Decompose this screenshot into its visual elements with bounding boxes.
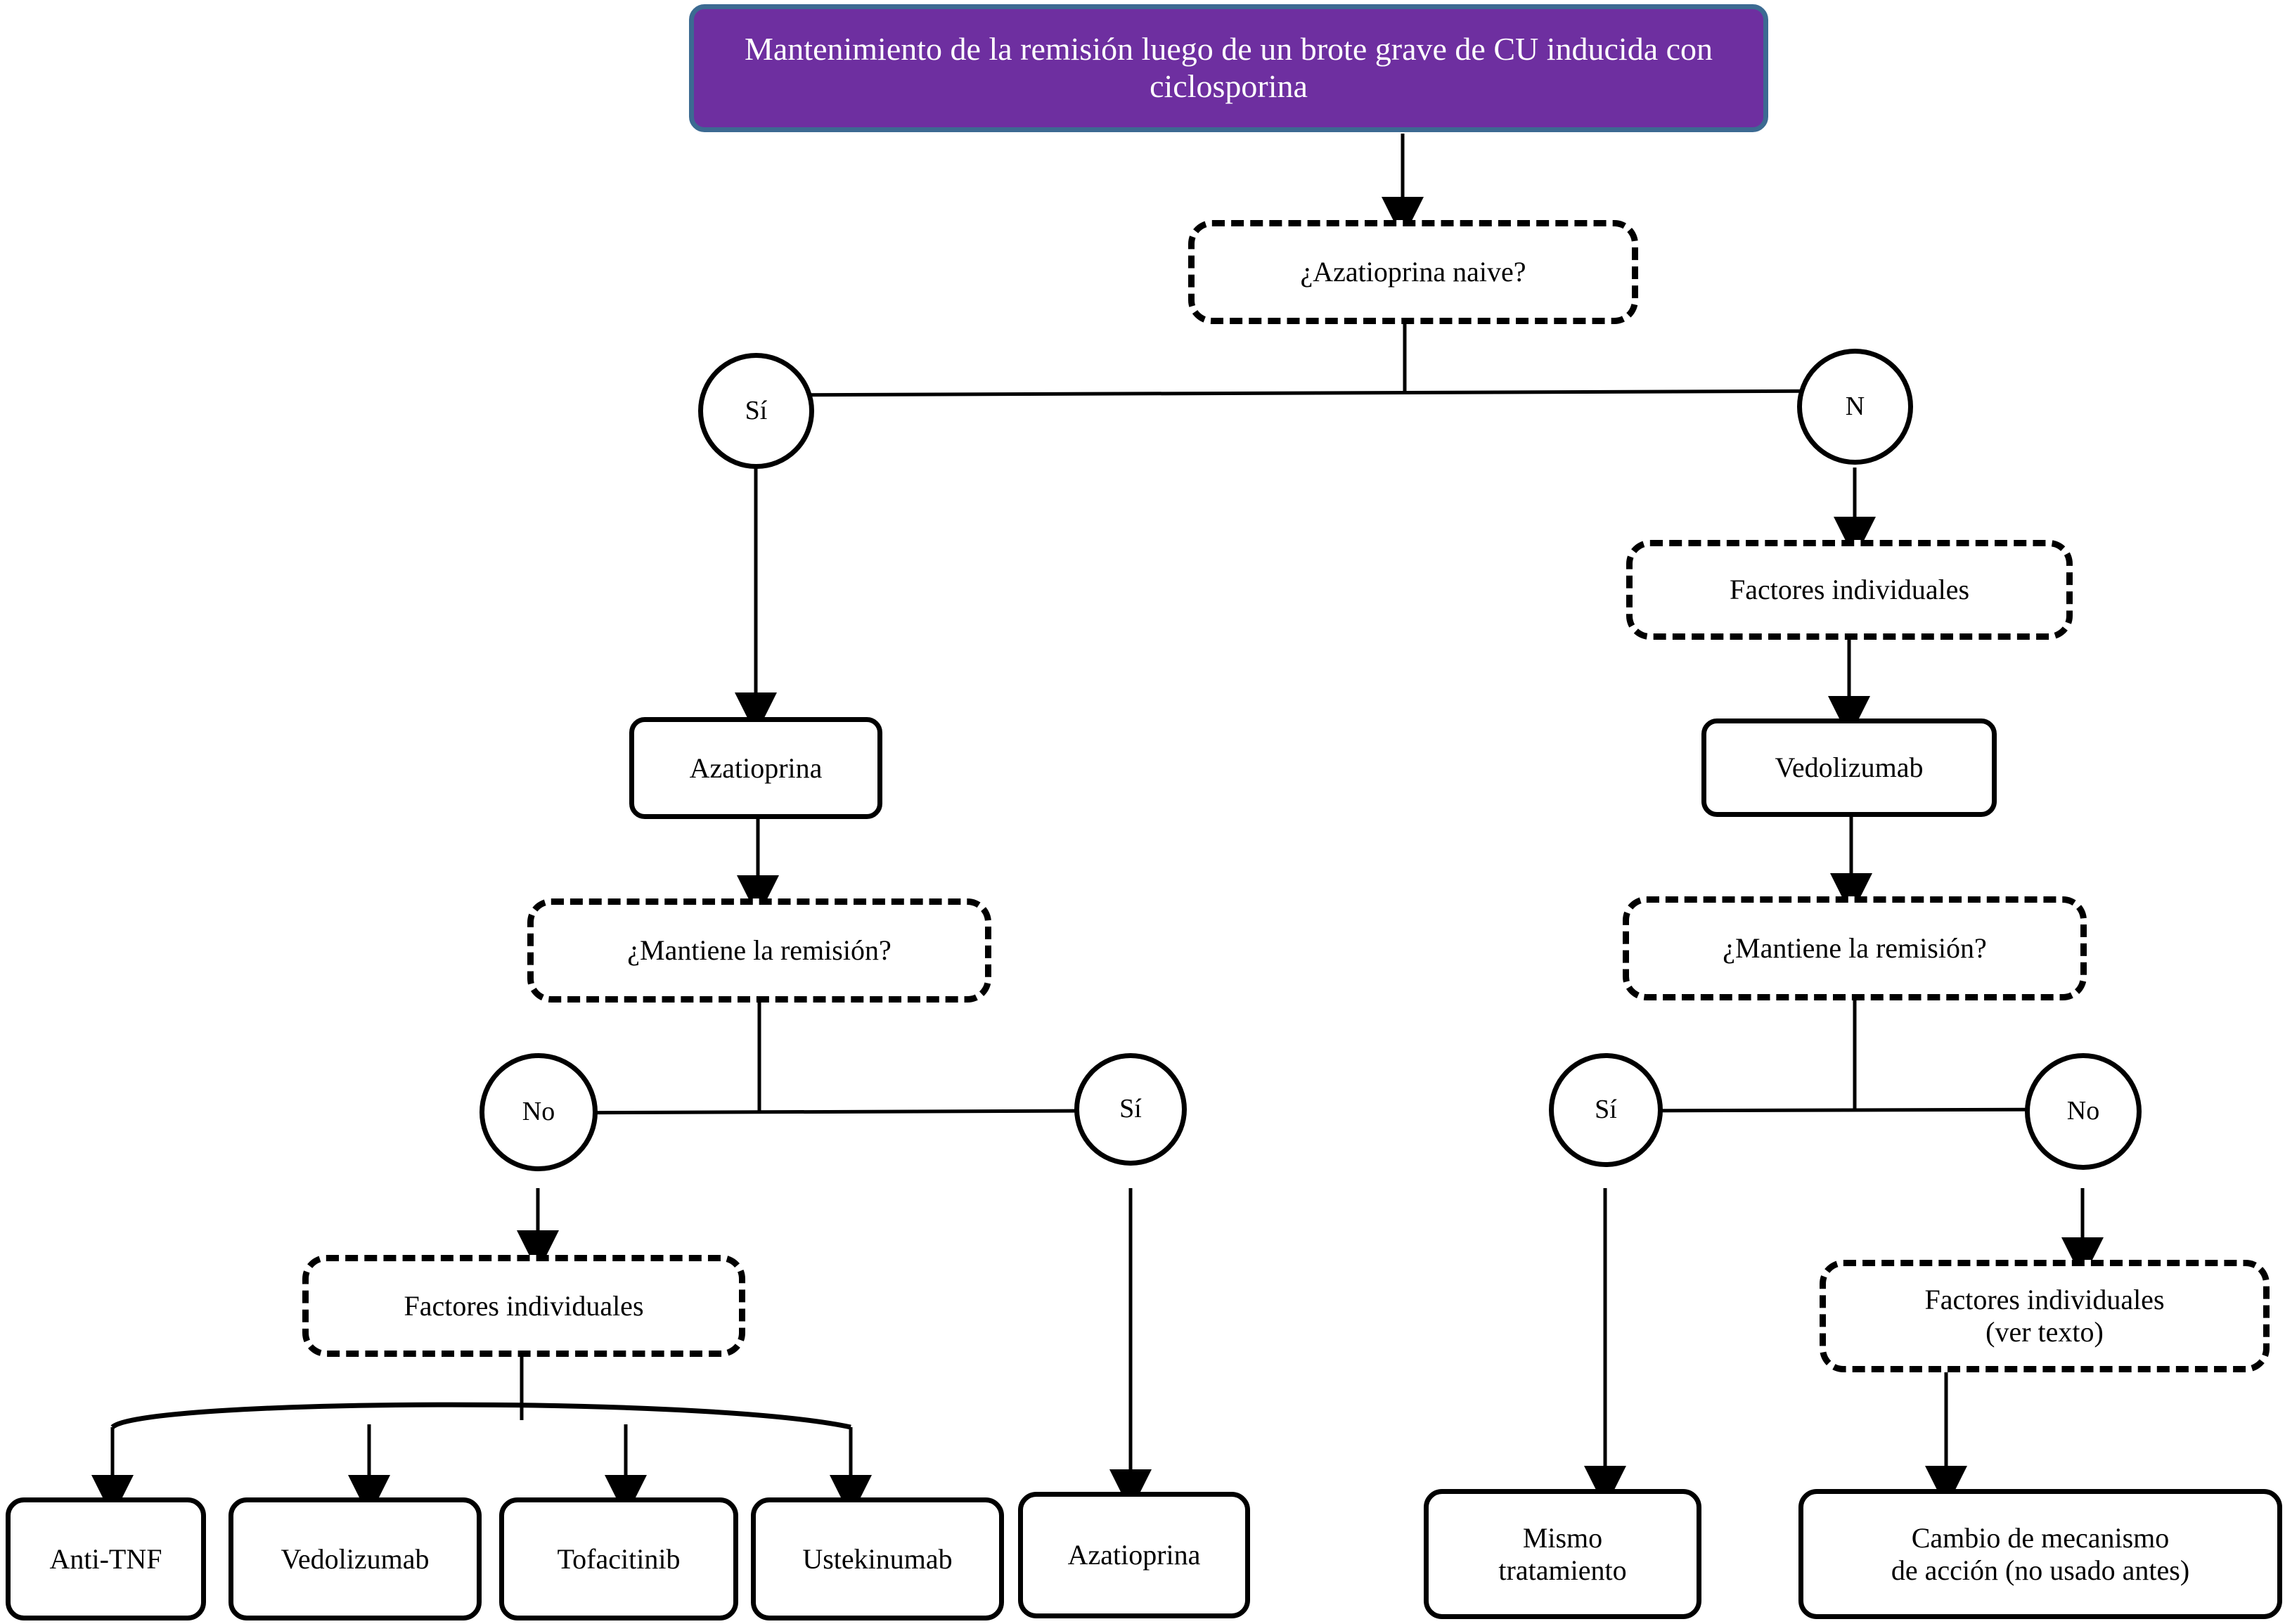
factores-individuales-izquierda: Factores individuales bbox=[302, 1255, 745, 1357]
branch-mantiene-derecha-si-label: Sí bbox=[1595, 1095, 1617, 1125]
terminal-anti-tnf: Anti-TNF bbox=[6, 1497, 206, 1620]
terminal-cambio-mecanismo-accion-line1: Cambio de mecanismo bbox=[1911, 1521, 2170, 1554]
terminal-ustekinumab: Ustekinumab bbox=[751, 1497, 1004, 1620]
terminal-ustekinumab-label: Ustekinumab bbox=[802, 1542, 953, 1575]
branch-mantiene-derecha-no: No bbox=[2025, 1053, 2142, 1170]
decision-mantiene-remision-derecha: ¿Mantiene la remisión? bbox=[1623, 896, 2087, 1000]
terminal-mismo-tratamiento-line2: tratamiento bbox=[1498, 1554, 1627, 1586]
branch-naive-si: Sí bbox=[698, 353, 814, 469]
branch-mantiene-izquierda-no: No bbox=[479, 1053, 598, 1171]
terminal-mismo-tratamiento: Mismo tratamiento bbox=[1424, 1489, 1701, 1619]
terminal-vedolizumab: Vedolizumab bbox=[228, 1497, 482, 1620]
process-vedolizumab-label: Vedolizumab bbox=[1775, 752, 1924, 783]
diagram-title-banner: Mantenimiento de la remisión luego de un… bbox=[689, 4, 1768, 132]
factores-individuales-ver-texto-line2: (ver texto) bbox=[1985, 1316, 2104, 1348]
branch-mantiene-izquierda-si-label: Sí bbox=[1119, 1094, 1142, 1124]
branch-mantiene-izquierda-no-label: No bbox=[522, 1097, 555, 1127]
branch-mantiene-derecha-no-label: No bbox=[2066, 1096, 2100, 1126]
branch-naive-si-label: Sí bbox=[745, 395, 768, 425]
branch-naive-no-label: N bbox=[1845, 391, 1865, 421]
terminal-mismo-tratamiento-line1: Mismo bbox=[1522, 1521, 1603, 1554]
factores-individuales-derecha-label: Factores individuales bbox=[1729, 574, 1970, 605]
branch-naive-no: N bbox=[1797, 349, 1913, 465]
branch-mantiene-derecha-si: Sí bbox=[1549, 1053, 1663, 1167]
decision-azatioprina-naive: ¿Azatioprina naive? bbox=[1188, 220, 1638, 324]
terminal-azatioprina: Azatioprina bbox=[1018, 1492, 1250, 1618]
terminal-cambio-mecanismo-accion: Cambio de mecanismo de acción (no usado … bbox=[1798, 1489, 2282, 1619]
terminal-azatioprina-label: Azatioprina bbox=[1067, 1539, 1201, 1571]
decision-mantiene-remision-izquierda: ¿Mantiene la remisión? bbox=[527, 898, 991, 1003]
terminal-cambio-mecanismo-accion-line2: de acción (no usado antes) bbox=[1891, 1554, 2190, 1586]
decision-azatioprina-naive-label: ¿Azatioprina naive? bbox=[1300, 256, 1526, 288]
process-vedolizumab: Vedolizumab bbox=[1701, 718, 1997, 817]
process-azatioprina: Azatioprina bbox=[629, 717, 882, 819]
factores-individuales-ver-texto-line1: Factores individuales bbox=[1924, 1284, 2165, 1315]
terminal-tofacitinib-label: Tofacitinib bbox=[557, 1542, 681, 1575]
terminal-vedolizumab-label: Vedolizumab bbox=[281, 1542, 430, 1575]
decision-mantiene-remision-derecha-label: ¿Mantiene la remisión? bbox=[1723, 932, 1987, 964]
branch-mantiene-izquierda-si: Sí bbox=[1074, 1053, 1187, 1166]
decision-mantiene-remision-izquierda-label: ¿Mantiene la remisión? bbox=[627, 934, 892, 966]
factores-individuales-izquierda-label: Factores individuales bbox=[404, 1289, 644, 1322]
diagram-title-text: Mantenimiento de la remisión luego de un… bbox=[744, 31, 1713, 104]
factores-individuales-derecha: Factores individuales bbox=[1626, 540, 2073, 640]
terminal-anti-tnf-label: Anti-TNF bbox=[49, 1542, 162, 1575]
factores-individuales-ver-texto: Factores individuales (ver texto) bbox=[1820, 1260, 2270, 1372]
process-azatioprina-label: Azatioprina bbox=[689, 752, 823, 784]
terminal-tofacitinib: Tofacitinib bbox=[499, 1497, 738, 1620]
